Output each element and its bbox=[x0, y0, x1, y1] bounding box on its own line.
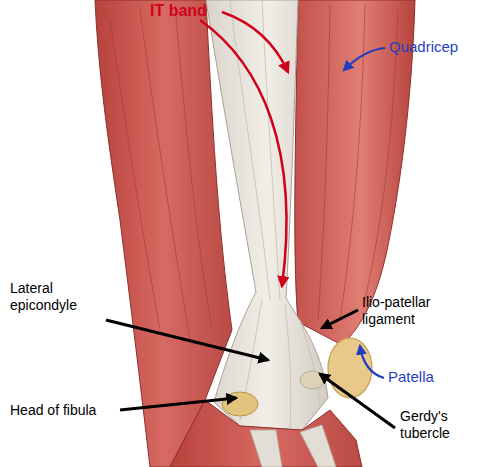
bone-label-box: Lateral epicondyle bbox=[10, 280, 106, 314]
fibula-head-bone bbox=[222, 392, 258, 416]
bone-label-box: Head of fibula bbox=[10, 402, 96, 419]
patella-bone bbox=[328, 338, 372, 398]
bone-label: Head of fibula bbox=[10, 402, 96, 419]
bone-label-box: Gerdy's tubercle bbox=[400, 408, 484, 442]
hamstring-muscle bbox=[95, 0, 232, 467]
muscle-label-box: IT band bbox=[150, 1, 207, 20]
ligament-label-box: Ilio-patellar ligament bbox=[362, 294, 474, 328]
pointer-arrow bbox=[222, 12, 288, 72]
lower-leg-muscle bbox=[170, 400, 362, 467]
muscle-label-box: Quadricep bbox=[389, 38, 458, 56]
pointer-arrow bbox=[360, 346, 384, 378]
pointer-arrow bbox=[320, 374, 395, 428]
ligament-label: Ilio-patellar ligament bbox=[362, 294, 474, 328]
pointer-arrow bbox=[322, 310, 358, 328]
pointer-arrow bbox=[200, 20, 286, 286]
pointer-arrow bbox=[106, 320, 268, 360]
bone-label-box: Patella bbox=[388, 368, 434, 386]
it-band bbox=[206, 0, 328, 430]
lower-leg-tendon bbox=[300, 425, 336, 467]
bone-label: Lateral epicondyle bbox=[10, 280, 106, 314]
bone-label: Gerdy's tubercle bbox=[400, 408, 484, 442]
bone-label: Patella bbox=[388, 368, 434, 386]
muscle-label: IT band bbox=[150, 1, 207, 20]
muscle-label: Quadricep bbox=[389, 38, 458, 56]
lower-leg-tendon bbox=[250, 430, 282, 467]
pointer-arrow bbox=[120, 398, 236, 410]
pointer-arrow bbox=[344, 48, 385, 70]
